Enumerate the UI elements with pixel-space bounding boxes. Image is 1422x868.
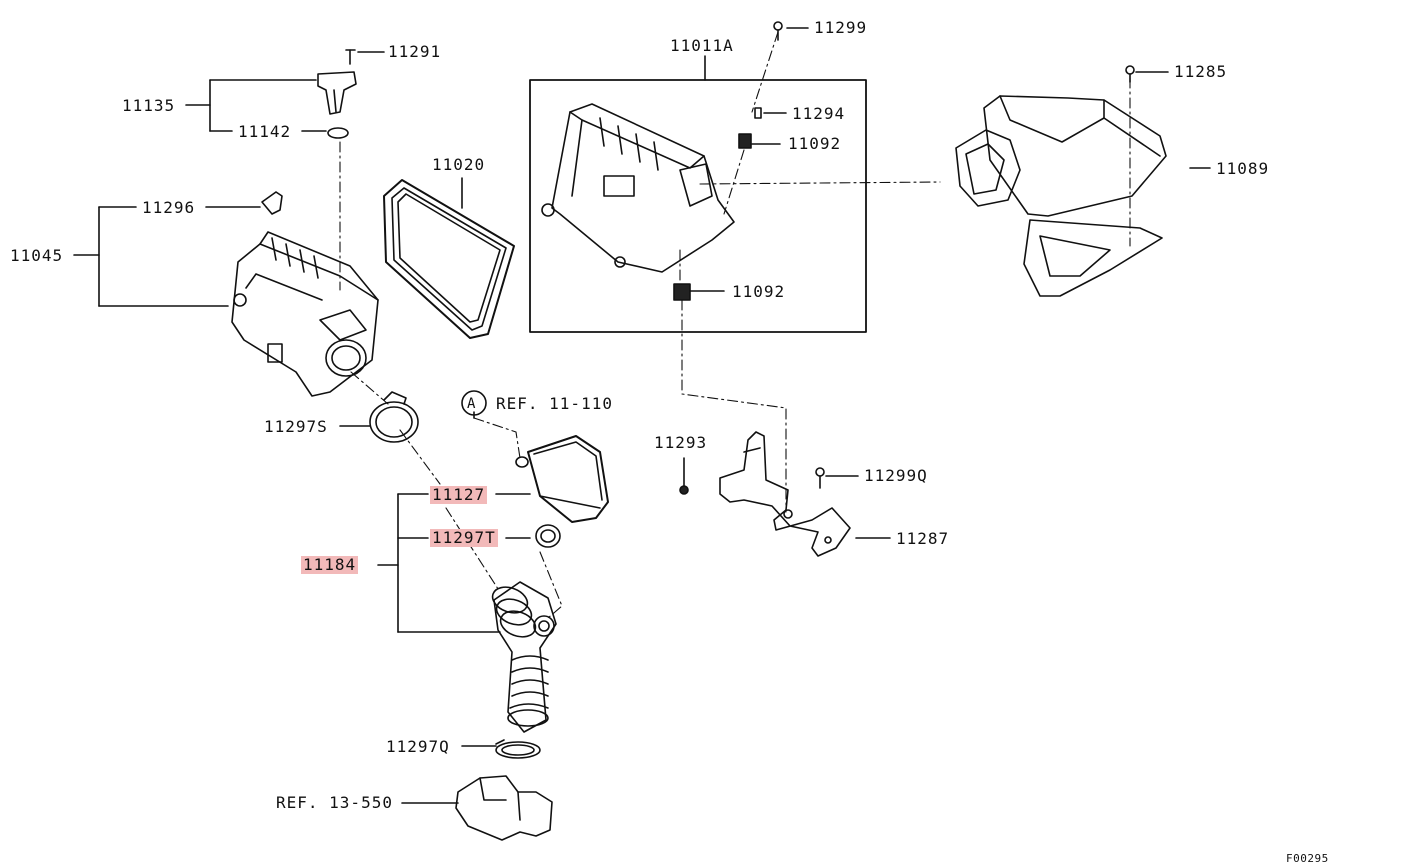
label-11045: 11045	[10, 246, 64, 265]
filter-element-11020	[383, 179, 515, 339]
bracket-11287	[719, 431, 851, 557]
label-11287: 11287	[896, 529, 950, 548]
bolt-11299Q	[815, 467, 825, 489]
label-ref-11-110[interactable]: REF. 11-110	[496, 394, 613, 413]
label-11297Q: 11297Q	[386, 737, 450, 756]
figure-code: F00295	[1286, 852, 1329, 865]
label-11011A: 11011A	[670, 36, 734, 55]
label-11299: 11299	[814, 18, 868, 37]
label-11092-bottom: 11092	[732, 282, 786, 301]
resonator-11089	[955, 95, 1167, 297]
label-ref-13-550[interactable]: REF. 13-550	[276, 793, 393, 812]
label-11142: 11142	[238, 122, 292, 141]
label-11293: 11293	[654, 433, 708, 452]
nut-11293	[679, 485, 689, 495]
label-11092-top: 11092	[788, 134, 842, 153]
label-11135: 11135	[122, 96, 176, 115]
label-11285: 11285	[1174, 62, 1228, 81]
grommet-11092-bottom	[673, 283, 691, 301]
throttle-body-ref	[455, 775, 553, 841]
sensor-11135	[317, 71, 357, 115]
clamp-11297Q	[495, 739, 541, 759]
label-11020: 11020	[432, 155, 486, 174]
label-11294: 11294	[792, 104, 846, 123]
label-11184[interactable]: 11184	[301, 555, 359, 574]
label-11299Q: 11299Q	[864, 466, 928, 485]
intake-hose-11184	[491, 581, 557, 733]
assembly-lines	[339, 31, 1131, 619]
label-11089: 11089	[1216, 159, 1270, 178]
callout-a-circle	[461, 390, 487, 416]
air-cleaner-cover	[541, 103, 735, 273]
assembly-box	[529, 79, 867, 333]
label-11291: 11291	[388, 42, 442, 61]
label-11297T[interactable]: 11297T	[430, 528, 498, 547]
clip-11296	[261, 191, 283, 215]
label-11127[interactable]: 11127	[430, 485, 488, 504]
o-ring-11142	[327, 127, 349, 139]
bolt-11291	[345, 49, 356, 65]
label-11296: 11296	[142, 198, 196, 217]
grommet-11092-top	[738, 133, 752, 149]
label-11297S: 11297S	[264, 417, 328, 436]
leader-lines	[73, 27, 1211, 804]
air-cleaner-case-11045	[231, 231, 379, 397]
air-duct-11127	[515, 435, 609, 523]
pin-11294	[754, 107, 762, 119]
bolt-11299	[773, 21, 783, 41]
clamp-11297S	[369, 391, 419, 443]
callout-a-letter: A	[467, 396, 476, 412]
bolt-11285	[1125, 65, 1135, 83]
clamp-11297T	[535, 524, 561, 548]
